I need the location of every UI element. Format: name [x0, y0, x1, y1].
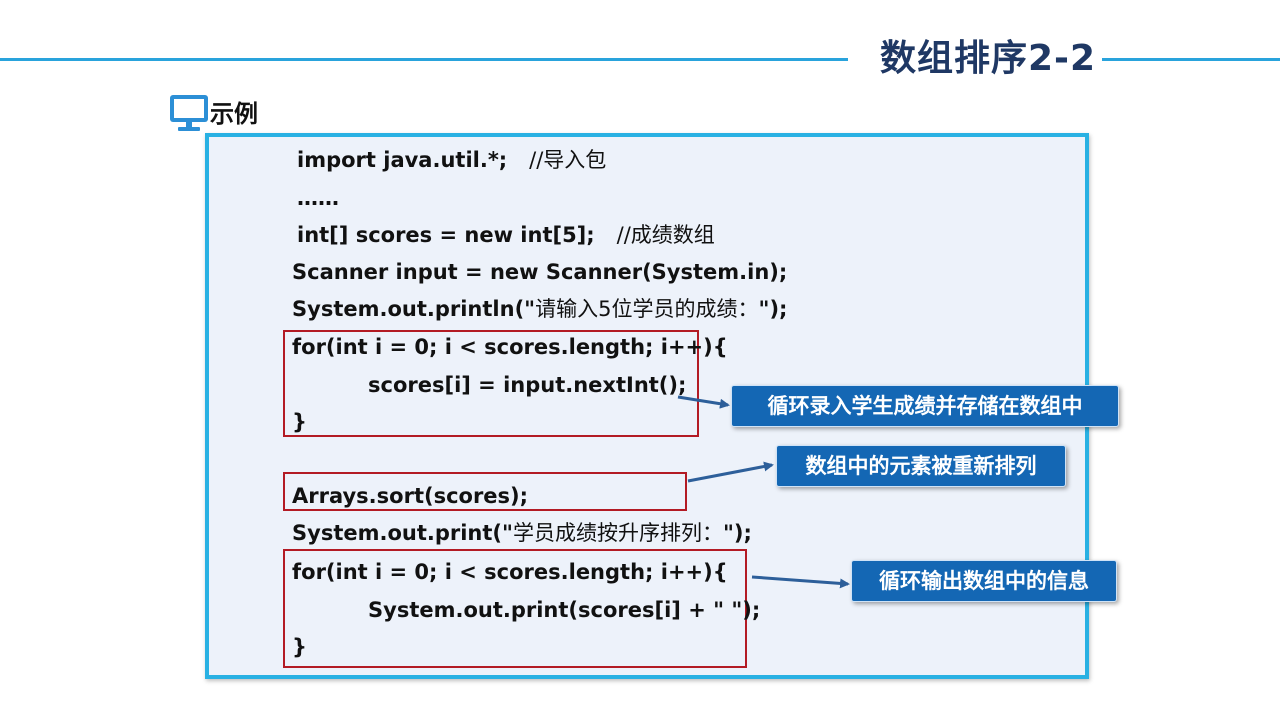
output-loop-highlight [283, 549, 747, 668]
code-line: for(int i = 0; i < scores.length; i++){ [292, 560, 728, 584]
code-line: import java.util.*; //导入包 [297, 148, 607, 172]
page-title: 数组排序2-2 [880, 38, 1097, 79]
sort-highlight [283, 472, 687, 511]
code-line: } [292, 410, 307, 434]
callout-input-loop: 循环录入学生成绩并存储在数组中 [731, 385, 1119, 427]
code-comment: //导入包 [529, 148, 607, 172]
section-label: 示例 [210, 100, 258, 128]
header-line-right [1102, 58, 1280, 61]
callout-output-loop: 循环输出数组中的信息 [851, 560, 1117, 602]
header-line-left [0, 58, 848, 61]
code-line: …… [297, 186, 339, 210]
code-line: Arrays.sort(scores); [292, 484, 529, 508]
callout-sort: 数组中的元素被重新排列 [776, 445, 1066, 487]
code-line: scores[i] = input.nextInt(); [368, 373, 687, 397]
monitor-icon [170, 95, 208, 131]
code-line: System.out.println("请输入5位学员的成绩："); [292, 297, 788, 321]
code-line: System.out.print("学员成绩按升序排列："); [292, 521, 752, 545]
code-line: Scanner input = new Scanner(System.in); [292, 260, 788, 284]
code-line: } [292, 635, 307, 659]
code-comment: //成绩数组 [616, 223, 715, 247]
code-line: for(int i = 0; i < scores.length; i++){ [292, 335, 728, 359]
input-loop-highlight [283, 330, 699, 437]
code-line: int[] scores = new int[5]; //成绩数组 [297, 223, 715, 247]
code-line: System.out.print(scores[i] + " "); [368, 598, 761, 622]
